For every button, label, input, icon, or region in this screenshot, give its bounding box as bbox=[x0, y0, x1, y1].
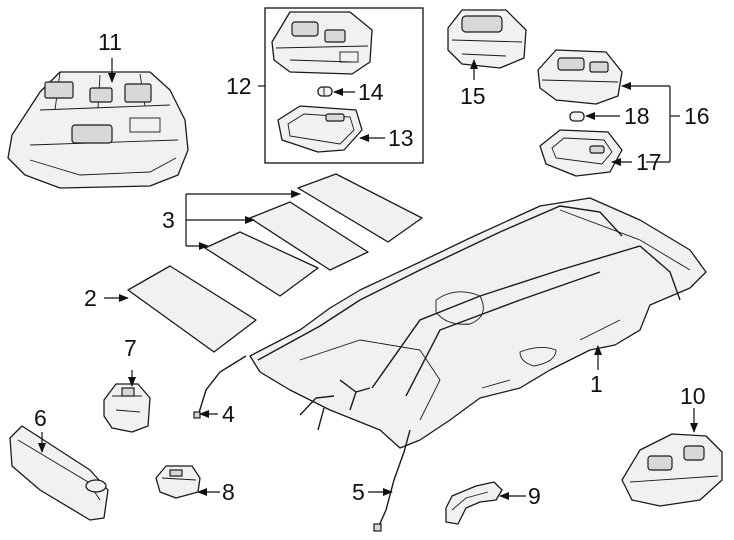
part-10-rear-console bbox=[621, 433, 723, 507]
part-15-map-lamp bbox=[447, 9, 527, 69]
callout-17: 17 bbox=[636, 149, 662, 175]
callout-3: 3 bbox=[162, 207, 175, 233]
part-12-lamp-assembly-box bbox=[264, 7, 424, 164]
callout-18: 18 bbox=[624, 103, 650, 129]
callout-4: 4 bbox=[222, 401, 235, 427]
part-17-lens bbox=[539, 129, 623, 177]
part-7-visor-holder bbox=[103, 383, 151, 433]
part-5-harness bbox=[373, 429, 411, 532]
callout-7: 7 bbox=[124, 335, 137, 361]
callout-2: 2 bbox=[84, 285, 97, 311]
part-9-assist-grip bbox=[445, 481, 503, 525]
part-4-harness bbox=[193, 355, 247, 419]
part-1-headlining bbox=[249, 197, 707, 449]
callout-8: 8 bbox=[222, 479, 235, 505]
callout-1: 1 bbox=[590, 371, 603, 397]
part-6-sun-visor bbox=[9, 425, 109, 521]
part-13-lens bbox=[277, 105, 363, 153]
callout-9: 9 bbox=[528, 483, 541, 509]
callout-6: 6 bbox=[34, 405, 47, 431]
callout-11: 11 bbox=[98, 29, 122, 55]
callout-labels: 1 2 3 4 5 6 7 8 9 10 11 12 13 14 15 16 1… bbox=[34, 29, 710, 509]
part-18-bulb bbox=[569, 111, 585, 122]
callout-14: 14 bbox=[358, 79, 384, 105]
part-8-visor-clip bbox=[155, 465, 201, 499]
part-11-overhead-console bbox=[7, 71, 189, 189]
callout-10: 10 bbox=[680, 383, 706, 409]
part-3-roof-pads bbox=[204, 173, 423, 297]
leader-lines bbox=[38, 58, 698, 500]
callout-15: 15 bbox=[460, 83, 486, 109]
callout-13: 13 bbox=[388, 125, 414, 151]
callout-12: 12 bbox=[226, 73, 252, 99]
callout-5: 5 bbox=[352, 479, 365, 505]
callout-16: 16 bbox=[684, 103, 710, 129]
part-14-bulb bbox=[317, 86, 333, 97]
part-2-roof-pad bbox=[127, 265, 257, 353]
part-16-room-lamp bbox=[537, 49, 623, 105]
